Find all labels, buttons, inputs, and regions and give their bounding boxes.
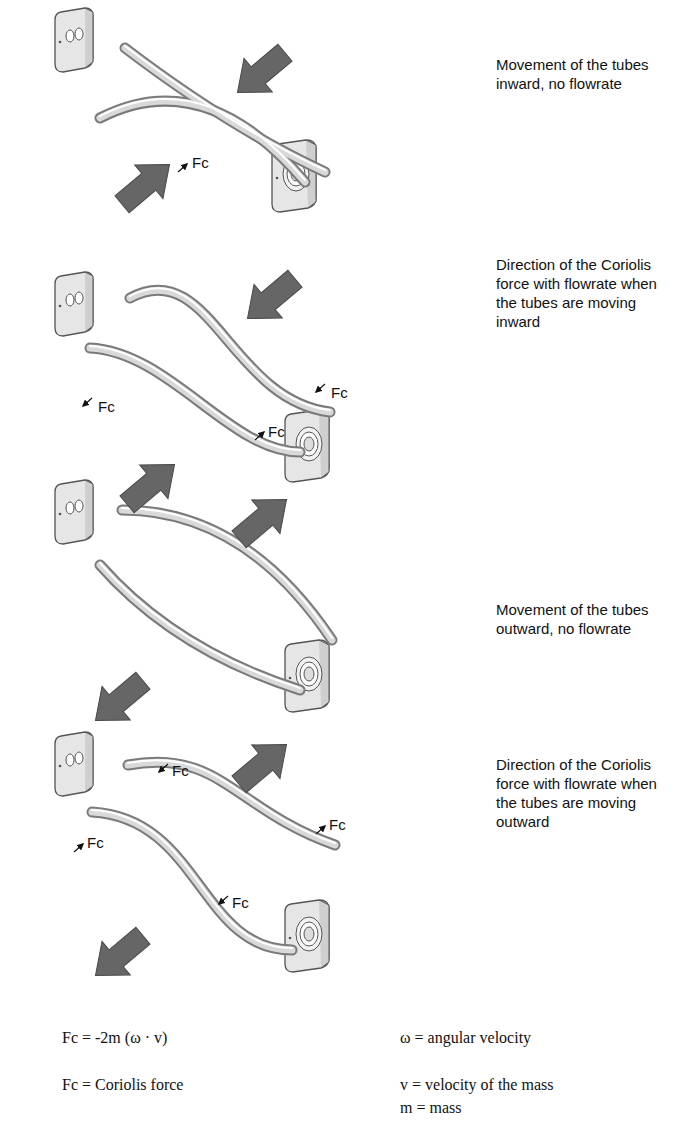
- force-label: Fc: [331, 384, 348, 402]
- force-label: Fc: [232, 894, 249, 912]
- force-label: Fc: [98, 398, 115, 416]
- legend-text: Fc = Coriolis force: [62, 1075, 183, 1095]
- force-label: Fc: [87, 834, 104, 852]
- legend-text: ω = angular velocity: [400, 1028, 531, 1048]
- caption: Direction of the Coriolis force with flo…: [496, 255, 668, 331]
- caption: Direction of the Coriolis force with flo…: [496, 755, 668, 831]
- force-label: Fc: [172, 762, 189, 780]
- force-label: Fc: [192, 154, 209, 172]
- force-label: Fc: [268, 423, 285, 441]
- caption: Movement of the tubes outward, no flowra…: [496, 600, 668, 638]
- caption: Movement of the tubes inward, no flowrat…: [496, 55, 668, 93]
- force-label: Fc: [329, 816, 346, 834]
- formula: Fc = -2m (ω · v): [62, 1028, 167, 1048]
- legend-text: m = mass: [400, 1098, 461, 1118]
- legend-text: v = velocity of the mass: [400, 1075, 553, 1095]
